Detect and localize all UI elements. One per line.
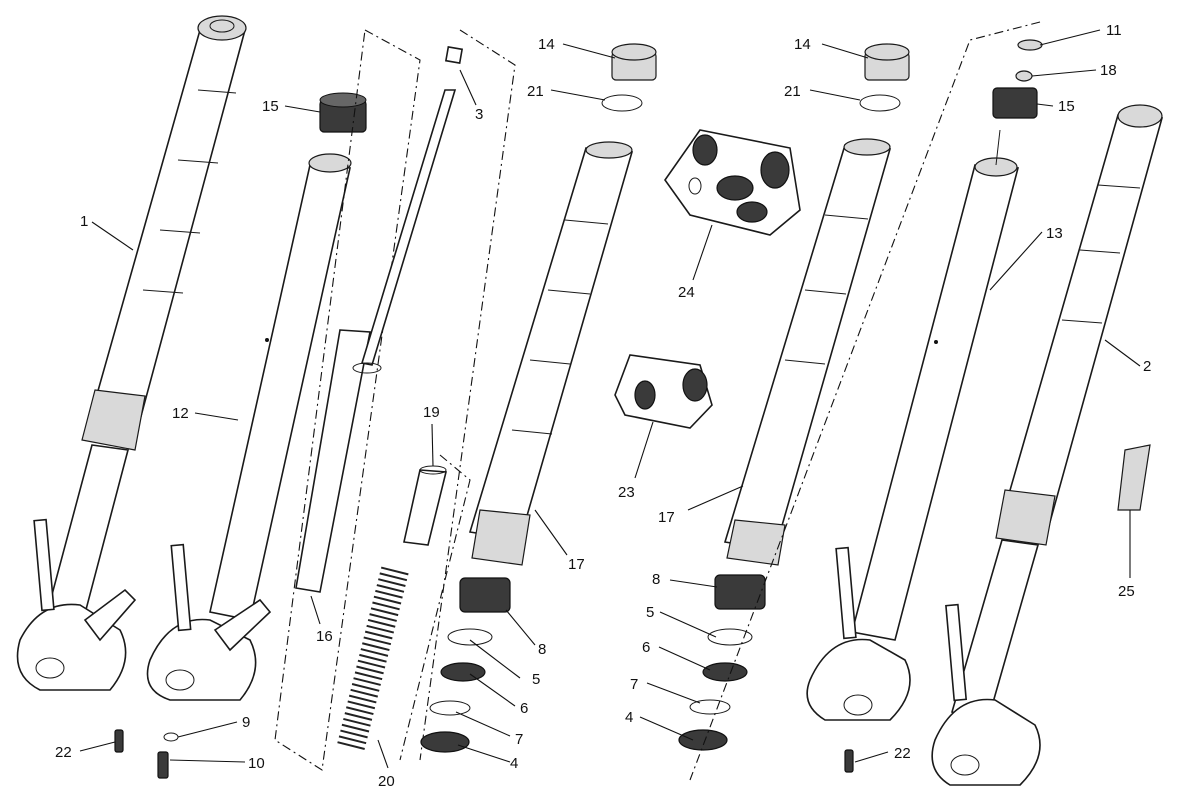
cap-14-right: [859, 43, 910, 112]
label-part-14: 14: [794, 36, 811, 53]
kit-24: [664, 129, 801, 236]
label-part-6: 6: [520, 700, 528, 717]
damper-rod-16: [274, 29, 464, 771]
outer-tube-17-right: [723, 138, 892, 566]
part-number-labels: 1 2 3 4 4 5 5 6 6 7 7 8 8 9 10 11 12 13 …: [55, 22, 1151, 790]
label-part-4: 4: [510, 755, 518, 772]
label-part-3: 3: [475, 106, 483, 123]
kit-23: [614, 354, 713, 429]
label-part-5: 5: [646, 604, 654, 621]
spring-20: [336, 465, 448, 754]
label-part-15: 15: [262, 98, 279, 115]
guard-25: [1117, 444, 1151, 511]
label-part-5: 5: [532, 671, 540, 688]
label-part-12: 12: [172, 405, 189, 422]
seal-stack-left: [420, 577, 511, 753]
label-part-19: 19: [423, 404, 440, 421]
label-part-2: 2: [1143, 358, 1151, 375]
label-part-6: 6: [642, 639, 650, 656]
label-part-18: 18: [1100, 62, 1117, 79]
bolts-bottom: [114, 729, 854, 779]
label-part-15: 15: [1058, 98, 1075, 115]
label-part-7: 7: [630, 676, 638, 693]
label-part-7: 7: [515, 731, 523, 748]
label-part-13: 13: [1046, 225, 1063, 242]
label-part-23: 23: [618, 484, 635, 501]
label-part-11: 11: [1106, 22, 1122, 39]
label-part-10: 10: [248, 755, 265, 772]
label-part-24: 24: [678, 284, 695, 301]
label-part-9: 9: [242, 714, 250, 731]
label-part-22: 22: [894, 745, 911, 762]
label-part-16: 16: [316, 628, 333, 645]
label-part-14: 14: [538, 36, 555, 53]
cap-15-right: [992, 39, 1043, 119]
cap-14-left: [601, 43, 657, 112]
leader-lines: [79, 29, 1141, 769]
label-part-17: 17: [658, 509, 675, 526]
fork-leg-right-assembly: [931, 104, 1164, 786]
label-part-8: 8: [652, 571, 660, 588]
outer-tube-17-left: [468, 141, 634, 566]
inner-tube-right: [806, 129, 1020, 721]
label-part-17: 17: [568, 556, 585, 573]
seal-stack-right: [678, 574, 766, 751]
label-part-21: 21: [527, 83, 544, 100]
label-part-25: 25: [1118, 583, 1135, 600]
fork-leg-left-assembly: [16, 15, 247, 691]
inner-tube-left: [146, 153, 352, 701]
label-part-8: 8: [538, 641, 546, 658]
label-part-21: 21: [784, 83, 801, 100]
label-part-4: 4: [625, 709, 633, 726]
cap-15-left: [319, 92, 367, 133]
label-part-22: 22: [55, 744, 72, 761]
label-part-1: 1: [80, 213, 88, 230]
label-part-20: 20: [378, 773, 395, 790]
